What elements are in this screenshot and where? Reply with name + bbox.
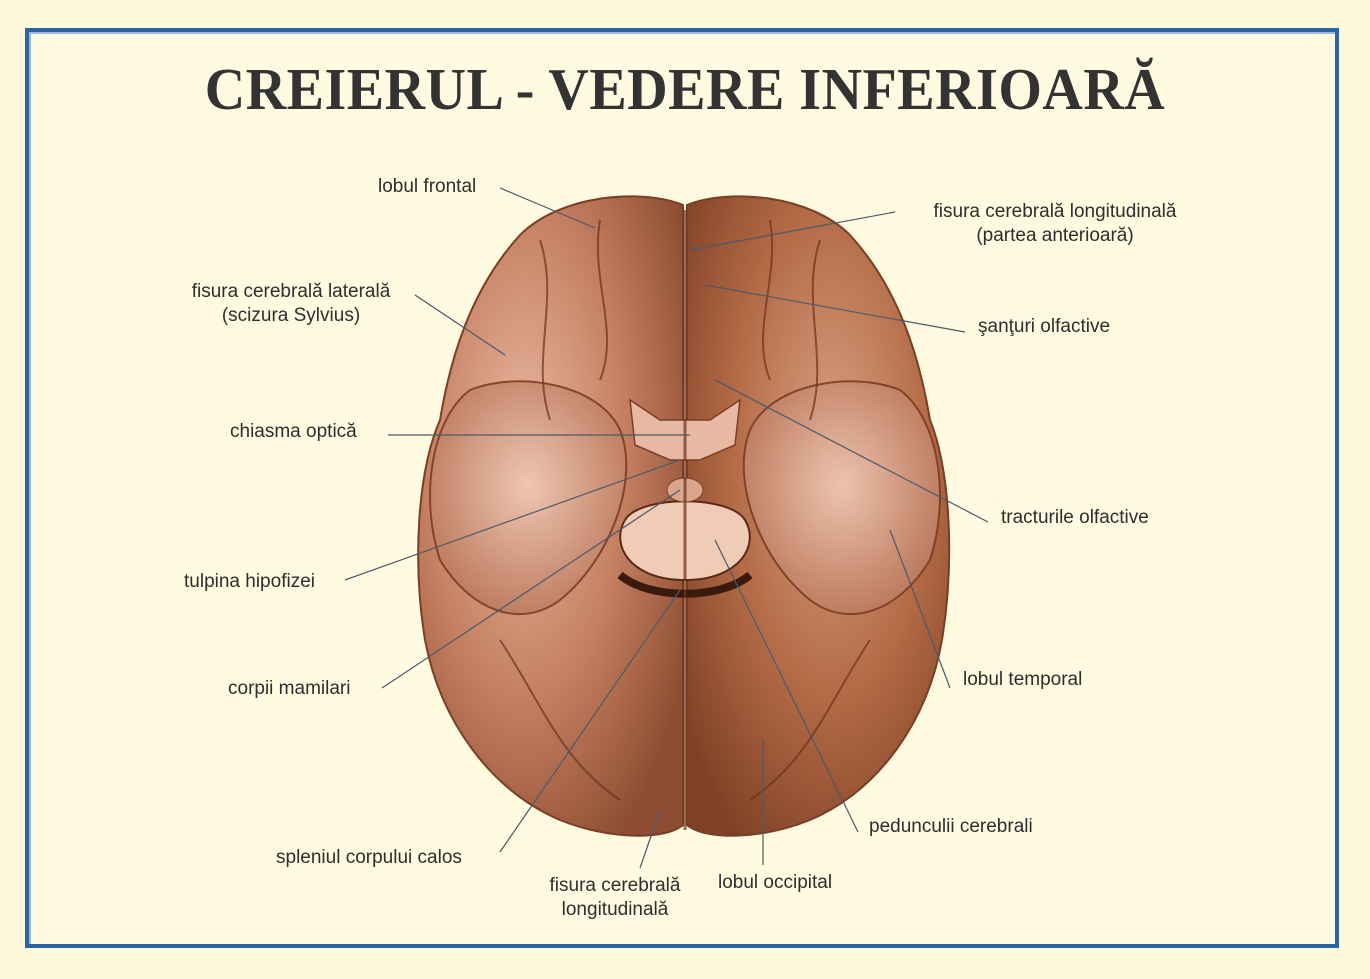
label-fisura-longitudinala-bottom-line1: fisura cerebrală xyxy=(549,875,681,896)
gyri-pattern xyxy=(499,210,871,830)
label-fisura-longitudinala-bottom-line2: longitudinală xyxy=(561,899,669,920)
label-lobul-frontal: lobul frontal xyxy=(378,176,477,197)
label-fisura-laterala-line2: (scizura Sylvius) xyxy=(221,305,361,326)
label-pedunculii: pedunculii cerebrali xyxy=(869,816,1033,837)
label-santuri-olfactive: şanţuri olfactive xyxy=(978,316,1111,337)
label-fisura-laterala: fisura cerebrală laterală (scizura Sylvi… xyxy=(175,280,407,328)
right-temporal-lobe xyxy=(742,380,941,616)
label-fisura-longitudinala-top-line2: (partea anterioară) xyxy=(976,225,1134,246)
label-corpii-mamilari: corpii mamilari xyxy=(228,678,351,699)
label-fisura-longitudinala-top-line1: fisura cerebrală longitudinală xyxy=(933,201,1177,222)
label-tulpina-hipofizei: tulpina hipofizei xyxy=(184,571,315,592)
label-chiasma-optica: chiasma optică xyxy=(230,421,357,442)
label-spleniul: spleniul corpului calos xyxy=(276,847,462,868)
label-fisura-longitudinala-top: fisura cerebrală longitudinală (partea a… xyxy=(905,200,1205,248)
poster-title: CREIERUL - VEDERE INFERIOARĂ xyxy=(204,57,1166,123)
leader-lines xyxy=(344,187,989,869)
label-fisura-laterala-line1: fisura cerebrală laterală xyxy=(191,281,391,302)
label-tracturile-olfactive: tracturile olfactive xyxy=(1001,507,1149,528)
label-lobul-occipital: lobul occipital xyxy=(718,872,833,893)
label-lobul-temporal: lobul temporal xyxy=(963,669,1083,690)
label-fisura-longitudinala-bottom: fisura cerebrală longitudinală xyxy=(535,874,695,922)
left-temporal-lobe xyxy=(429,380,628,616)
